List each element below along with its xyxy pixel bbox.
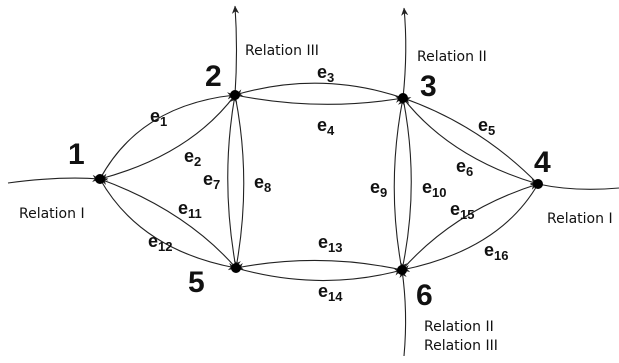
relation-label-in-1: Relation I [19,206,85,222]
edge-e8 [233,94,245,269]
node-label-1: 1 [68,138,85,171]
edge-label-e1: e1 [150,106,167,129]
node-4 [533,179,543,189]
relation-label-out-3: Relation II [417,49,487,65]
node-label-6: 6 [416,279,433,312]
relation-out-2-arrow [231,5,240,96]
node-label-4: 4 [534,146,551,179]
relation-in-1-arrow [7,174,101,184]
edge-e3 [234,82,404,99]
edge-label-e13: e13 [318,232,342,255]
edge-label-e12: e12 [148,231,172,254]
node-1 [95,174,105,184]
relation-label-out-2: Relation III [245,43,319,59]
edge-label-e3: e3 [317,62,334,85]
edge-e7 [227,94,238,269]
edge-e16 [401,183,539,273]
edge-e14 [235,267,403,282]
edge-e11 [99,178,237,269]
edge-label-e9: e9 [370,177,387,200]
edge-e10 [400,97,412,271]
node-2 [230,90,240,100]
edge-e2 [99,94,236,181]
edge-e1 [99,92,236,180]
node-3 [398,93,408,103]
node-label-2: 2 [205,60,222,93]
edge-label-e8: e8 [254,172,271,195]
edge-e13 [235,259,403,271]
edge-e6 [402,97,539,186]
edge-label-e11: e11 [178,198,202,221]
node-6 [397,265,407,275]
relation-label-in-6-line1: Relation II [424,319,494,335]
edge-label-e4: e4 [317,115,335,138]
edge-e9 [393,97,406,271]
edge-label-e14: e14 [318,281,343,304]
edge-e5 [402,97,539,185]
edge-label-e6: e6 [456,156,473,179]
edge-e12 [99,178,237,271]
relation-out-4-arrow [537,183,619,190]
edge-label-e15: e15 [450,199,474,222]
relation-label-in-6-line2: Relation III [424,338,498,354]
node-5 [231,263,241,273]
relation-out-3-arrow [401,7,409,99]
edge-e4 [234,94,404,105]
node-label-3: 3 [420,70,437,103]
edge-label-e10: e10 [422,177,446,200]
node-label-5: 5 [188,266,205,299]
relation-in-6-arrow [399,269,407,357]
edge-e15 [401,182,539,271]
edge-label-e2: e2 [184,146,201,169]
edge-label-e7: e7 [203,169,220,192]
relation-label-out-4: Relation I [547,211,613,227]
edge-label-e16: e16 [484,240,508,263]
edge-label-e5: e5 [478,115,495,138]
